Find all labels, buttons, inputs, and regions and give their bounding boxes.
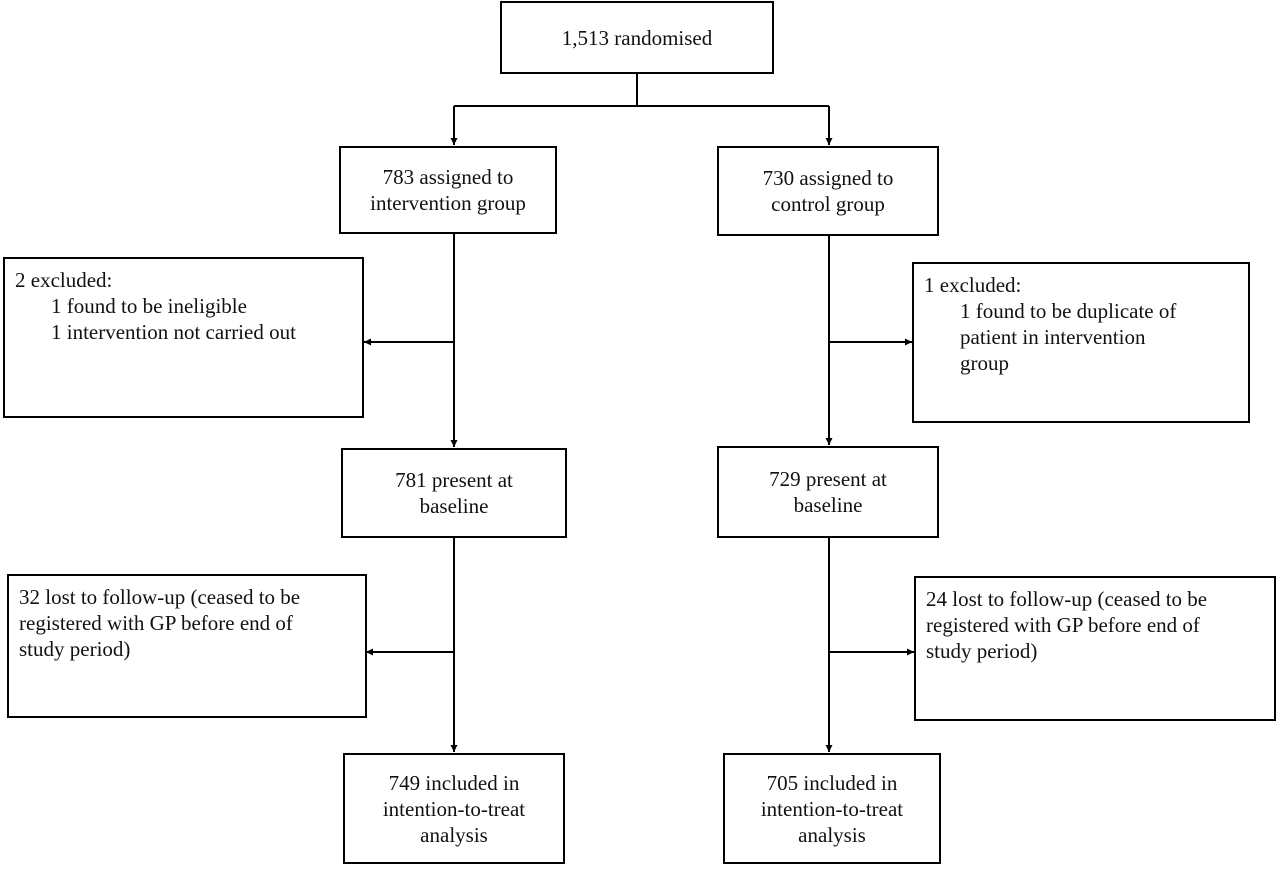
control-excluded-reason: group [960,351,1009,375]
intervention-lost-box: 32 lost to follow-up (ceased to be regis… [7,574,367,718]
intervention-baseline-line1: 781 present at [395,468,513,492]
control-lost-line1: 24 lost to follow-up (ceased to be [926,587,1208,611]
control-itt-line3: analysis [798,822,866,847]
control-lost-box: 24 lost to follow-up (ceased to be regis… [914,576,1276,721]
intervention-assigned-box: 783 assigned to intervention group [339,146,557,234]
control-baseline-line2: baseline [793,493,863,517]
intervention-excluded-title: 2 excluded: [15,268,113,292]
control-lost-line3: study period) [926,639,1038,663]
control-excluded-reason: patient in intervention [960,325,1146,349]
intervention-itt-line2: intention-to-treat [382,796,526,821]
control-excluded-title: 1 excluded: [924,273,1022,297]
control-assigned-line2: control group [771,192,885,216]
control-itt-box: 705 included in intention-to-treat analy… [723,753,941,864]
intervention-baseline-line2: baseline [419,494,489,518]
intervention-lost-line1: 32 lost to follow-up (ceased to be [19,585,301,609]
control-baseline-box: 729 present at baseline [717,446,939,538]
control-excluded-box: 1 excluded: 1 found to be duplicate of p… [912,262,1250,423]
intervention-assigned-line1: 783 assigned to [382,165,514,189]
randomised-box: 1,513 randomised [500,1,774,74]
intervention-assigned-line2: intervention group [370,191,526,215]
intervention-baseline-box: 781 present at baseline [341,448,567,538]
control-lost-line2: registered with GP before end of [926,613,1200,637]
intervention-excluded-reason: 1 intervention not carried out [51,320,296,344]
control-itt-line2: intention-to-treat [760,796,904,821]
intervention-lost-line3: study period) [19,637,131,661]
intervention-itt-line3: analysis [420,822,488,847]
intervention-excluded-reason: 1 found to be ineligible [51,294,247,318]
intervention-excluded-box: 2 excluded: 1 found to be ineligible 1 i… [3,257,364,418]
control-excluded-reason: 1 found to be duplicate of [960,299,1177,323]
control-itt-line1: 705 included in [766,770,898,795]
control-assigned-line1: 730 assigned to [762,166,894,190]
intervention-itt-box: 749 included in intention-to-treat analy… [343,753,565,864]
intervention-lost-line2: registered with GP before end of [19,611,293,635]
randomised-text: 1,513 randomised [561,25,713,50]
intervention-itt-line1: 749 included in [388,770,520,795]
control-assigned-box: 730 assigned to control group [717,146,939,236]
control-baseline-line1: 729 present at [769,467,887,491]
